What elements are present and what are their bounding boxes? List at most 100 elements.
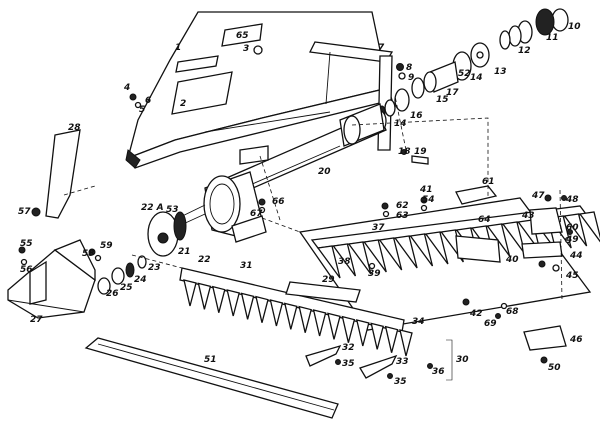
drum-housing-21 — [147, 171, 267, 257]
label-52: 52 — [458, 69, 471, 79]
label-4: 4 — [123, 83, 130, 93]
lower-knife-tooth — [384, 325, 399, 353]
label-51: 51 — [204, 355, 217, 365]
label-13: 13 — [494, 67, 507, 77]
label-35b: 35 — [394, 377, 407, 387]
label-60: 60 — [566, 223, 579, 233]
label-37: 37 — [372, 223, 385, 233]
label-35: 35 — [342, 359, 355, 369]
label-17: 17 — [446, 88, 459, 98]
lower-knife-tooth — [211, 285, 226, 313]
bracket-28 — [31, 129, 96, 219]
finger-guards — [305, 344, 433, 379]
right-fittings — [258, 185, 573, 364]
label-7: 7 — [378, 43, 385, 53]
label-42: 42 — [469, 309, 483, 319]
label-12: 12 — [518, 46, 531, 56]
upper-knife-tooth — [363, 239, 387, 273]
label-14b: 14 — [394, 119, 407, 129]
small-fasteners-top — [129, 45, 406, 109]
label-40: 40 — [505, 255, 519, 265]
pin-18-19 — [401, 149, 429, 165]
long-plate-51 — [84, 337, 339, 419]
label-55: 55 — [20, 239, 33, 249]
label-47: 47 — [531, 191, 545, 201]
label-67: 67 — [250, 209, 263, 219]
label-50: 50 — [548, 363, 561, 373]
label-68: 68 — [506, 307, 519, 317]
label-65: 65 — [236, 31, 249, 41]
washers-23-26 — [88, 248, 147, 295]
upper-knife-tooth — [409, 233, 434, 267]
label-22a: 22 A — [141, 203, 164, 213]
label-64: 64 — [478, 215, 491, 225]
lower-knife-tooth — [255, 295, 269, 323]
label-20: 20 — [318, 167, 331, 177]
label-69: 69 — [484, 319, 497, 329]
label-23: 23 — [148, 263, 161, 273]
base-block-27 — [7, 239, 96, 319]
lower-knife-tooth — [240, 292, 255, 320]
label-34: 34 — [412, 317, 425, 327]
lower-knife-tooth — [183, 279, 197, 307]
label-10: 10 — [568, 22, 581, 32]
lower-knife-tooth — [197, 282, 212, 310]
label-19: 19 — [414, 147, 427, 157]
lower-knife-tooth — [341, 315, 356, 343]
bar-29 — [285, 281, 361, 303]
label-29: 29 — [322, 275, 335, 285]
plate-46 — [523, 325, 567, 351]
label-56: 56 — [20, 265, 33, 275]
label-9: 9 — [408, 73, 414, 83]
label-30: 30 — [456, 355, 469, 365]
lower-knife-tooth — [283, 302, 298, 330]
label-41: 41 — [419, 185, 433, 195]
cover-window-65 — [221, 23, 263, 47]
label-33: 33 — [396, 357, 409, 367]
label-26: 26 — [106, 289, 119, 299]
label-22: 22 — [198, 255, 211, 265]
label-6: 6 — [145, 96, 151, 106]
label-31: 31 — [240, 261, 253, 271]
label-32: 32 — [342, 343, 355, 353]
lower-knife-tooth — [327, 312, 341, 340]
part-number-labels: 1 2 3 4 5 6 7 8 9 10 11 12 13 14 14 15 1… — [18, 22, 583, 387]
label-61: 61 — [482, 177, 495, 187]
label-18: 18 — [398, 147, 411, 157]
clip-61 — [455, 185, 498, 205]
label-27: 27 — [30, 315, 43, 325]
label-54: 54 — [422, 195, 435, 205]
label-49: 49 — [565, 235, 579, 245]
upper-knife-tooth — [563, 213, 588, 247]
lower-knife-tooth — [399, 329, 413, 357]
main-tube-20 — [221, 103, 387, 199]
label-3: 3 — [243, 44, 249, 54]
label-43: 43 — [521, 211, 535, 221]
lower-knife-tooth — [298, 305, 312, 333]
label-2: 2 — [180, 99, 186, 109]
label-25: 25 — [120, 283, 133, 293]
label-1: 1 — [175, 43, 181, 53]
lower-knife-teeth — [183, 279, 413, 357]
label-24: 24 — [134, 275, 147, 285]
lower-knife-tooth — [312, 309, 327, 337]
upper-knife-tooth — [393, 235, 418, 269]
lower-knife-tooth — [355, 319, 370, 347]
label-8: 8 — [406, 63, 412, 73]
upper-knife-tooth — [316, 245, 341, 279]
plate-40 — [455, 235, 501, 263]
label-57: 57 — [18, 207, 31, 217]
label-39: 39 — [368, 269, 381, 279]
label-21: 21 — [178, 247, 191, 257]
group-bracket-30 — [446, 339, 453, 381]
label-59: 59 — [100, 241, 113, 251]
label-53: 53 — [166, 205, 179, 215]
plate-44 — [521, 241, 563, 259]
upper-knife-tooth — [578, 211, 600, 243]
label-28: 28 — [68, 123, 81, 133]
upper-knife-tooth — [332, 243, 357, 277]
plate-43 — [529, 207, 563, 235]
label-36: 36 — [432, 367, 445, 377]
label-44: 44 — [569, 251, 583, 261]
